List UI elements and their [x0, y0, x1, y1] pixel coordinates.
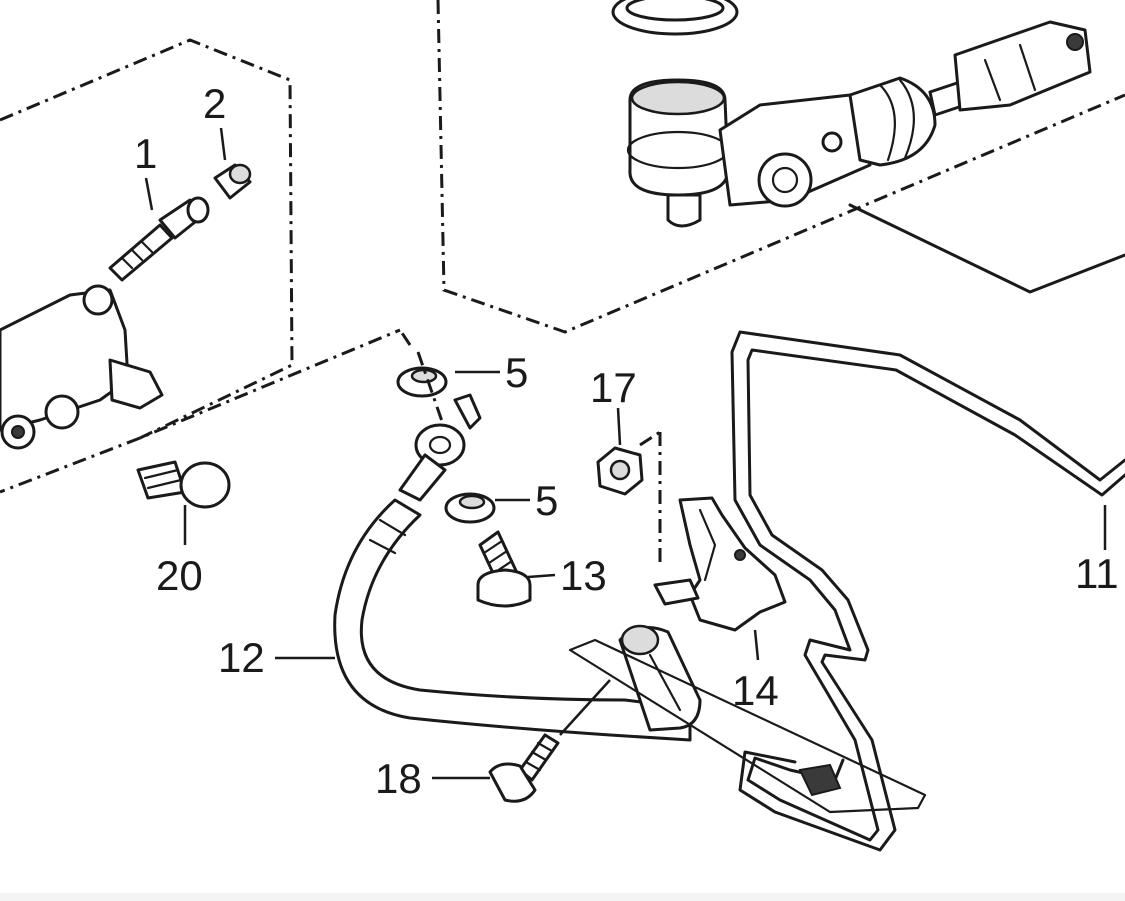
sealing-washer-lower — [444, 492, 496, 524]
callout-17: 17 — [590, 364, 637, 411]
callout-18: 18 — [375, 755, 422, 802]
bracket-plate — [568, 638, 927, 814]
leader-lines — [144, 127, 1107, 780]
bolt-18-axis-line — [559, 679, 611, 736]
hose-fitting — [618, 624, 702, 732]
bottom-edge — [0, 893, 1125, 901]
slave-cylinder — [0, 284, 164, 450]
bolt-18 — [488, 733, 560, 803]
callout-20: 20 — [156, 552, 203, 599]
callout-14: 14 — [732, 667, 779, 714]
pipe-bracket — [653, 496, 787, 632]
seal-ring — [611, 0, 739, 36]
callout-12: 12 — [218, 634, 265, 681]
sealing-washer-upper — [396, 366, 448, 398]
callout-13: 13 — [560, 552, 607, 599]
bleeder-screw — [108, 196, 210, 282]
callout-1: 1 — [134, 130, 157, 177]
callout-5-lower: 5 — [535, 477, 558, 524]
master-cylinder — [626, 20, 1092, 228]
bleeder-cap — [213, 163, 252, 200]
master-cylinder-group-outline — [436, 0, 1125, 334]
clutch-pipe — [730, 330, 1125, 852]
banjo-fitting — [398, 393, 482, 502]
bolt-13 — [476, 530, 532, 608]
nut-17 — [596, 446, 644, 496]
slave-cylinder-group-outline — [0, 38, 401, 494]
callout-5-upper: 5 — [505, 349, 528, 396]
callout-2: 2 — [203, 80, 226, 127]
flange-bolt-20 — [136, 460, 231, 509]
clutch-hose — [333, 498, 692, 742]
callout-11: 11 — [1075, 550, 1119, 597]
